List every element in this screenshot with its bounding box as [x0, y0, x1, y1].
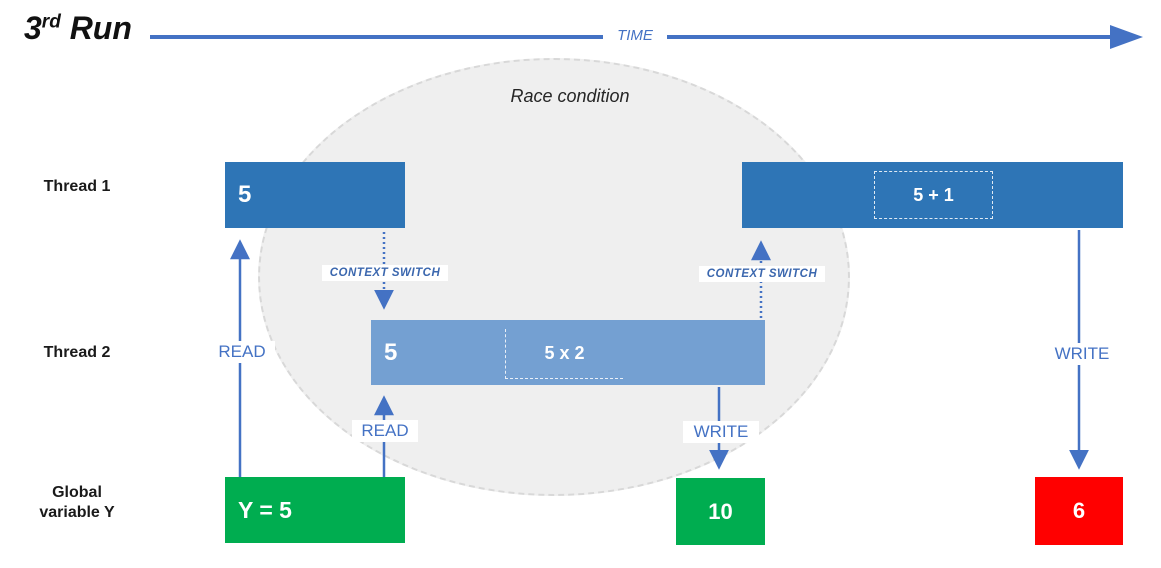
- global-variable-row-label: Global variable Y: [14, 483, 140, 523]
- thread1-row-label: Thread 1: [43, 178, 111, 195]
- write-label-thread1: WRITE: [1044, 343, 1120, 365]
- time-axis-arrowhead-icon: [1110, 25, 1143, 49]
- context-switch-label-2: CONTEXT SWITCH: [699, 266, 825, 282]
- read-label-thread1: READ: [209, 341, 275, 363]
- title-word: Run: [69, 10, 132, 46]
- global-variable-intermediate-box: 10: [676, 478, 765, 545]
- thread1-bar-read-value: 5: [238, 181, 252, 208]
- global-variable-label-line1: Global: [52, 484, 102, 501]
- global-variable-final-value: 6: [1072, 498, 1086, 523]
- global-variable-initial-box: Y = 5: [225, 477, 405, 543]
- time-axis-label: TIME: [603, 27, 667, 44]
- context-switch-label-1: CONTEXT SWITCH: [322, 265, 448, 281]
- thread1-bar-compute: 5 + 1: [742, 162, 1123, 228]
- thread2-expression-box: 5 x 2: [505, 329, 623, 379]
- write-label-thread2: WRITE: [683, 421, 759, 443]
- read-label-thread2: READ: [352, 420, 418, 442]
- race-condition-label: Race condition: [510, 86, 630, 106]
- thread2-bar: 5 5 x 2: [371, 320, 765, 385]
- title-ordinal: rd: [41, 11, 61, 33]
- thread2-expression: 5 x 2: [544, 343, 585, 363]
- title-number: 3: [24, 10, 42, 46]
- global-variable-intermediate-value: 10: [708, 498, 733, 524]
- global-variable-initial-value: Y = 5: [238, 496, 292, 523]
- diagram-title: 3rd Run: [24, 10, 132, 47]
- thread1-bar-read: 5: [225, 162, 405, 228]
- global-variable-label-line2: variable Y: [39, 504, 115, 521]
- thread1-expression: 5 + 1: [913, 184, 954, 205]
- thread2-row-label: Thread 2: [43, 344, 111, 361]
- global-variable-final-box: 6: [1035, 477, 1123, 545]
- thread1-expression-box: 5 + 1: [874, 171, 993, 219]
- thread2-bar-value: 5: [384, 338, 398, 366]
